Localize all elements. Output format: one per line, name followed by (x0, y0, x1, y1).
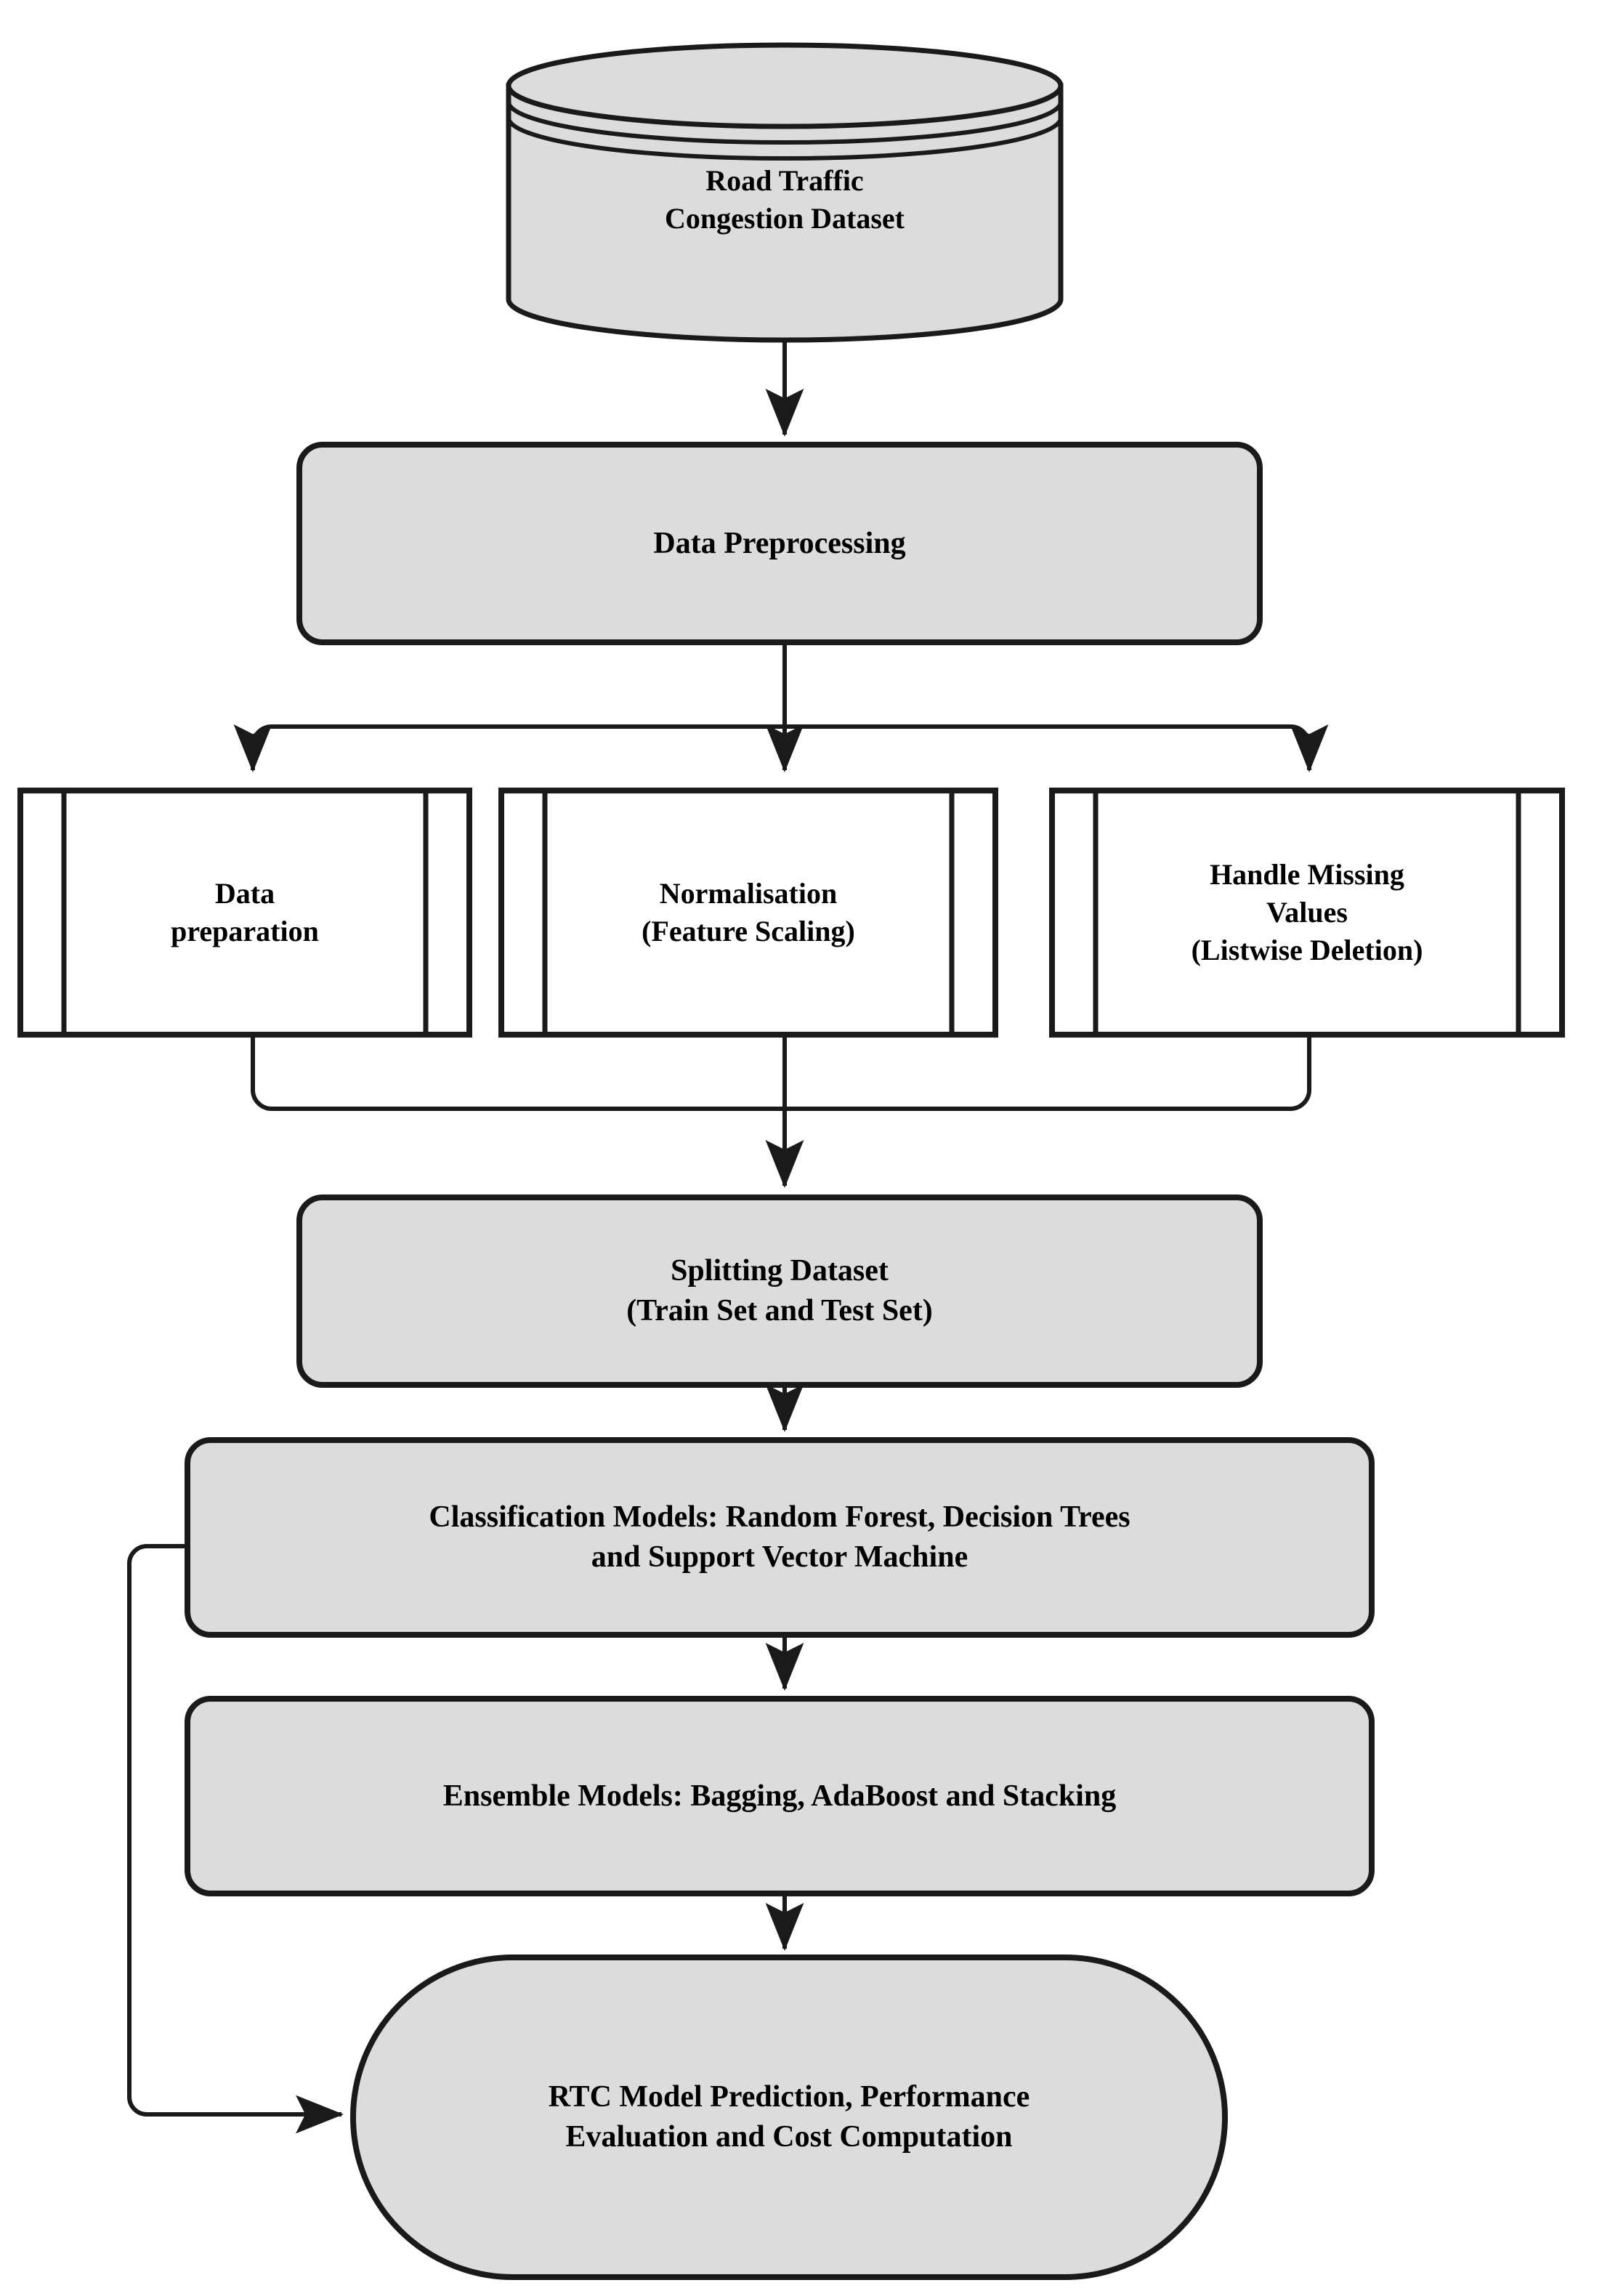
edge-feedback-classification-to-prediction (127, 1544, 344, 2134)
node-classification-box (185, 1437, 1375, 1638)
node-data-preparation-box (17, 788, 472, 1038)
edge-branch-bus-left (233, 724, 785, 772)
node-dataset-cylinder (506, 42, 1064, 343)
node-missing-values-box (1049, 788, 1565, 1038)
edge-branch-bus-right (785, 724, 1329, 772)
node-preprocessing-box (296, 442, 1263, 645)
edge-merge-right (785, 1035, 1311, 1111)
node-ensemble-box (185, 1696, 1375, 1896)
node-normalisation-box (498, 788, 998, 1038)
node-splitting-box (296, 1195, 1263, 1388)
edge-merge-left (251, 1035, 785, 1111)
node-prediction-stadium (350, 1955, 1228, 2280)
